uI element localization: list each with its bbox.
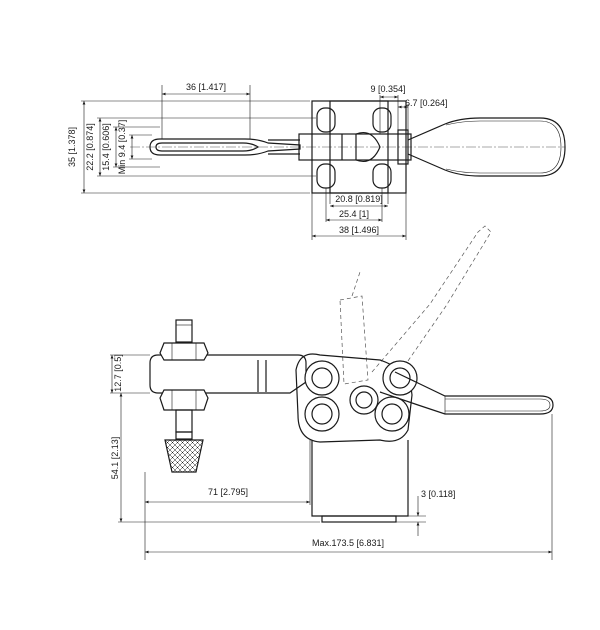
- dim-height: 54.1 [2.13]: [110, 437, 120, 480]
- dim-overall-width: 35 [1.378]: [67, 127, 77, 167]
- side-base-body: [311, 440, 409, 517]
- top-handle: [407, 117, 566, 177]
- side-spindle-tip: [164, 439, 204, 473]
- top-slot-inner: [155, 142, 260, 152]
- side-pivots: [304, 360, 418, 432]
- side-arm: [149, 354, 307, 394]
- dim-base-length: 38 [1.496]: [339, 225, 379, 235]
- dim-base-holes: 25.4 [1]: [339, 209, 369, 219]
- side-nut-top: [159, 342, 209, 361]
- dim-max-length: Max.173.5 [6.831]: [312, 538, 384, 548]
- side-handle-open: [371, 225, 492, 385]
- side-handle-closed: [379, 371, 554, 415]
- dim-slot-min: Min 9.4 [0.37]: [117, 120, 127, 175]
- top-mount-hole: [372, 107, 392, 133]
- side-view: 12.7 [0.5] 54.1 [2.13] 71 [2.795] 3 [0.1…: [110, 225, 554, 560]
- side-nut-bottom: [159, 389, 209, 411]
- top-slot-arm: [149, 138, 301, 156]
- top-view: 35 [1.378] 22.2 [0.874] 15.4 [0.606] Min…: [67, 82, 566, 240]
- top-mount-hole: [316, 107, 336, 133]
- top-pivot-block: [298, 133, 412, 161]
- side-link-plate: [295, 353, 413, 443]
- dim-arm-height: 12.7 [0.5]: [113, 354, 123, 392]
- dim-base-thickness: 3 [0.118]: [421, 489, 455, 499]
- dim-hole-dia: 6.7 [0.264]: [405, 98, 448, 108]
- dim-slot-length: 36 [1.417]: [186, 82, 226, 92]
- dim-base-inner: 20.8 [0.819]: [335, 194, 383, 204]
- dim-reach: 71 [2.795]: [208, 487, 248, 497]
- dim-hole-spacing: 22.2 [0.874]: [85, 123, 95, 171]
- dim-pivot-offset: 9 [0.354]: [370, 84, 405, 94]
- top-mount-hole: [316, 163, 336, 189]
- side-bolt-thread: [175, 319, 193, 343]
- dim-spindle-width: 15.4 [0.606]: [101, 123, 111, 171]
